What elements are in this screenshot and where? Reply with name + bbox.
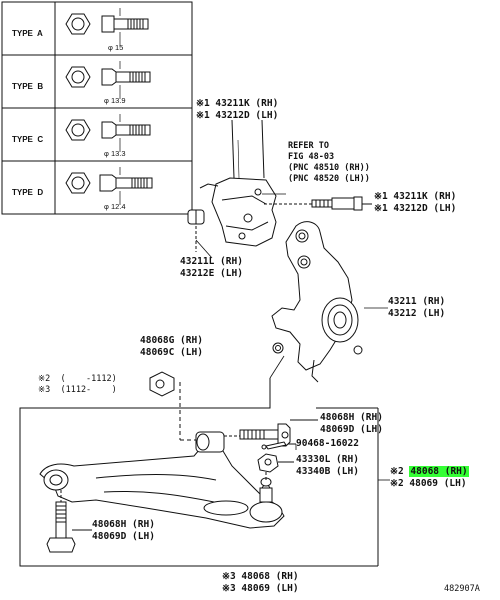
type-d-diameter: φ 12.4 — [104, 202, 126, 211]
part-label-43211: 43211 (RH) — [388, 296, 446, 307]
figure-code: 482907A — [444, 584, 480, 594]
nut-48068g-drawing — [149, 371, 196, 441]
part-label-48068h-upper: 48068H (RH) — [320, 412, 383, 423]
type-b-label: TYPE B — [12, 82, 44, 91]
part-label-48068h-lower: 48068H (RH) — [92, 519, 155, 530]
part-label-43212: 43212 (LH) — [388, 308, 446, 319]
part-label-48068-arm3: ※3 48068 (RH) — [222, 571, 299, 582]
part-label-43340b: 43340B (LH) — [296, 466, 359, 477]
bolt-type-b-drawing — [65, 61, 151, 99]
steering-knuckle-drawing — [271, 221, 363, 383]
bolt-type-table — [1, 1, 193, 215]
type-a-diameter: φ 15 — [108, 43, 124, 52]
part-label-48069c: 48069C (LH) — [140, 347, 203, 358]
part-label-48068g: 48068G (RH) — [140, 335, 203, 346]
type-d-label: TYPE D — [12, 188, 44, 197]
part-label-43211k-mid: ※1 43211K (RH) — [374, 191, 457, 202]
note-2-label: ※2 ( -1112) — [38, 374, 117, 384]
part-label-48068-arm-rh: ※2 48068 (RH) — [390, 466, 469, 477]
refer-fig-label: FIG 48-03 — [288, 152, 335, 162]
part-label-90468: 90468-16022 — [296, 438, 359, 449]
strut-assembly-drawing — [199, 119, 277, 247]
type-c-diameter: φ 13.3 — [104, 149, 126, 158]
arm-bolt-upper-drawing — [224, 419, 318, 447]
refer-to-label: REFER TO — [288, 141, 329, 151]
arm-bolt-lower-drawing — [46, 490, 92, 553]
refer-pnc-lh-label: (PNC 48520 (LH)) — [288, 174, 370, 184]
ball-joint-nut-drawing — [257, 453, 294, 482]
part-label-48069-arm3: ※3 48069 (LH) — [222, 583, 299, 594]
note-3-label: ※3 (1112- ) — [38, 385, 117, 395]
strut-bolt-drawing — [264, 196, 372, 211]
part-label-43212e: 43212E (LH) — [180, 268, 243, 279]
highlighted-part-number: 48068 (RH) — [409, 466, 469, 477]
part-label-43330l: 43330L (RH) — [296, 454, 359, 465]
bolt-type-d-drawing — [65, 167, 153, 205]
type-b-diameter: φ 13.9 — [104, 96, 126, 105]
part-label-48069-arm-lh: ※2 48069 (LH) — [390, 478, 467, 489]
part-label-43212d-mid: ※1 43212D (LH) — [374, 203, 457, 214]
type-c-label: TYPE C — [12, 135, 44, 144]
bracket-bushing-drawing — [187, 209, 205, 252]
part-label-48069d-upper: 48069D (LH) — [320, 424, 383, 435]
leader-lines — [195, 193, 390, 566]
part-label-43212d-top: ※1 43212D (LH) — [196, 110, 279, 121]
refer-pnc-rh-label: (PNC 48510 (RH)) — [288, 163, 370, 173]
part-label-43211k-top: ※1 43211K (RH) — [196, 98, 279, 109]
part-label-48069d-lower: 48069D (LH) — [92, 531, 155, 542]
type-a-label: TYPE A — [12, 29, 43, 38]
bolt-type-a-drawing — [65, 8, 149, 46]
lower-control-arm-drawing — [39, 431, 285, 529]
bolt-type-c-drawing — [65, 114, 151, 152]
part-label-43211l: 43211L (RH) — [180, 256, 243, 267]
cotter-pin-drawing — [261, 441, 296, 450]
